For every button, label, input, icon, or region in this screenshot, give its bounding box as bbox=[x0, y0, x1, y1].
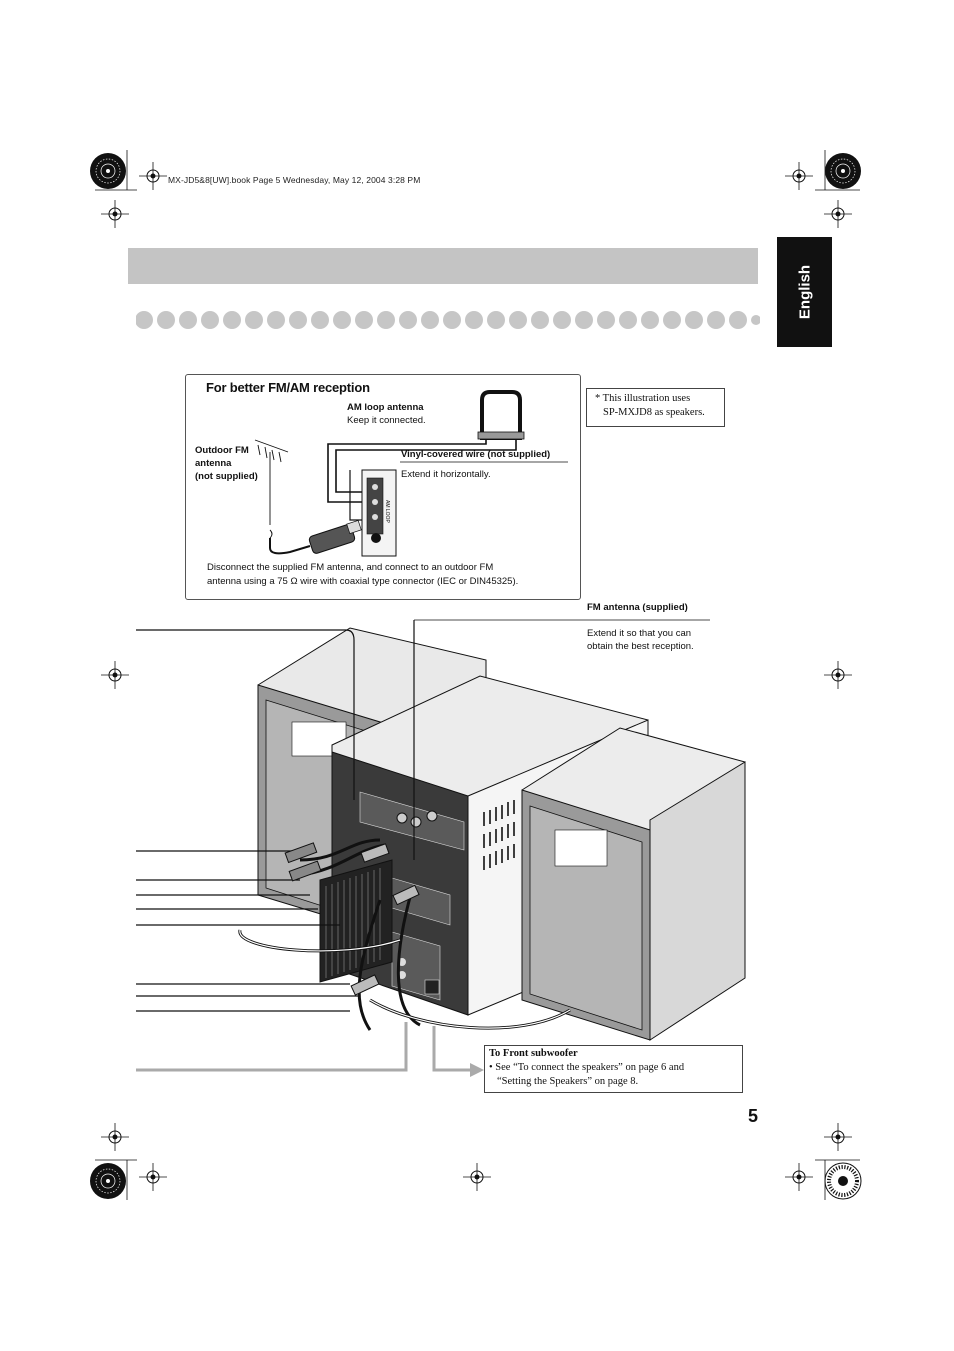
subwoofer-line-2: “Setting the Speakers” on page 8. bbox=[497, 1076, 639, 1087]
outdoor-fm-label-1: Outdoor FM bbox=[195, 445, 249, 456]
language-tab-label: English bbox=[796, 264, 813, 320]
note-line-1: * This illustration uses bbox=[595, 393, 691, 404]
illustration-note-box: * This illustration uses SP-MXJD8 as spe… bbox=[586, 388, 725, 427]
am-loop-antenna-label: AM loop antenna bbox=[347, 402, 424, 413]
star-target-br bbox=[823, 1161, 863, 1201]
note-line-2: SP-MXJD8 as speakers. bbox=[603, 407, 705, 418]
dot-divider bbox=[136, 311, 760, 329]
star-target-tl bbox=[89, 152, 127, 190]
star-target-bl bbox=[89, 1162, 127, 1200]
outdoor-fm-label-3: (not supplied) bbox=[195, 471, 258, 482]
reception-box-title: For better FM/AM reception bbox=[206, 380, 370, 395]
fm-antenna-label: FM antenna (supplied) bbox=[587, 602, 688, 613]
vinyl-wire-note: Extend it horizontally. bbox=[401, 469, 491, 480]
subwoofer-line-1: • See “To connect the speakers” on page … bbox=[489, 1062, 685, 1073]
subwoofer-title: To Front subwoofer bbox=[489, 1048, 578, 1059]
fm-antenna-note-line-1: Extend it so that you can bbox=[587, 628, 692, 639]
am-loop-antenna-note: Keep it connected. bbox=[347, 415, 426, 426]
book-header-line: MX-JD5&8[UW].book Page 5 Wednesday, May … bbox=[168, 175, 421, 185]
disconnect-note-line-1: Disconnect the supplied FM antenna, and … bbox=[207, 562, 494, 573]
reception-info-box bbox=[185, 374, 581, 600]
outdoor-fm-label-2: antenna bbox=[195, 458, 232, 469]
page-number: 5 bbox=[748, 1106, 759, 1126]
section-title-bar bbox=[128, 248, 758, 284]
vinyl-wire-label: Vinyl-covered wire (not supplied) bbox=[401, 449, 551, 460]
fm-antenna-note-line-2: obtain the best reception. bbox=[587, 641, 694, 652]
disconnect-note-line-2: antenna using a 75 Ω wire with coaxial t… bbox=[207, 576, 519, 587]
star-target-tr bbox=[824, 152, 862, 190]
subwoofer-note-box: To Front subwoofer • See “To connect the… bbox=[484, 1045, 743, 1093]
language-tab: English bbox=[777, 237, 832, 347]
